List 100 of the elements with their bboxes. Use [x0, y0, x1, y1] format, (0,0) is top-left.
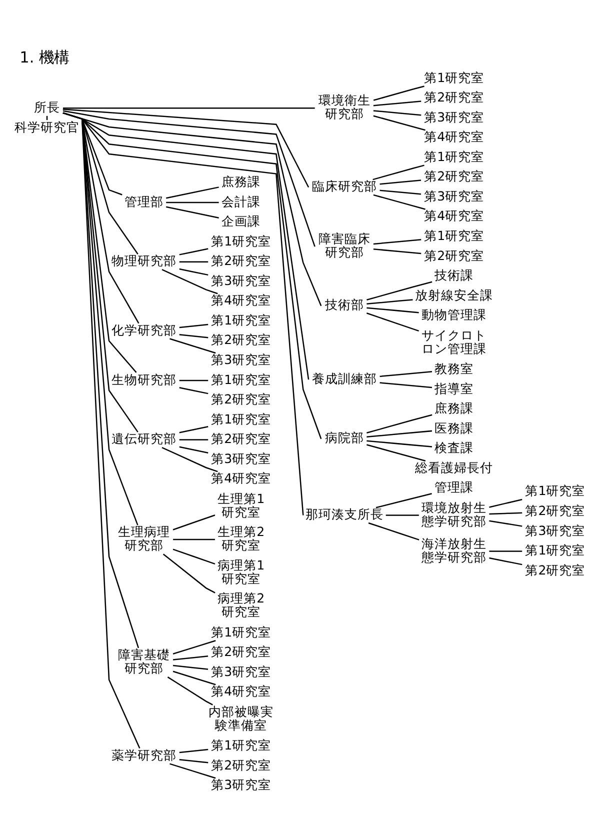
connector: [166, 186, 219, 199]
node-text: 第2研究室: [211, 332, 272, 348]
node-text: 内部被曝実験準備室: [208, 704, 274, 732]
node-text: 第3研究室: [211, 664, 272, 679]
node-text: 第1研究室: [525, 542, 586, 558]
connector: [366, 444, 426, 462]
connector: [179, 380, 208, 382]
node-text: 管理部: [124, 194, 164, 209]
node-text: 第1研究室: [424, 70, 484, 85]
connector: [173, 538, 215, 540]
node-text: 養成訓練部: [312, 370, 377, 386]
node-text: 第3研究室: [211, 777, 272, 792]
node-text: 第1研究室: [211, 372, 272, 387]
node-text: 検査課: [434, 440, 474, 456]
connector: [172, 664, 208, 670]
connector: [63, 108, 315, 109]
connector: [162, 554, 216, 594]
node-text: 第3研究室: [525, 522, 586, 538]
node-text: 第2研究室: [424, 248, 484, 263]
connector: [172, 514, 216, 530]
connector: [179, 324, 208, 328]
node-text: 第4研究室: [211, 684, 272, 699]
node-text: 第3研究室: [211, 450, 272, 466]
connector: [366, 312, 419, 332]
connector: [166, 202, 219, 204]
connector: [172, 670, 216, 686]
connector: [489, 512, 522, 515]
connector: [62, 108, 310, 188]
connector: [170, 763, 216, 779]
node-text: 第3研究室: [424, 188, 484, 204]
node-text: 動物管理課: [422, 307, 487, 322]
diagram-title: 1. 機構: [20, 48, 70, 66]
connector: [380, 371, 432, 378]
connector: [372, 164, 424, 180]
connector: [376, 493, 432, 508]
connector: [489, 550, 522, 552]
node-text: 第3研究室: [211, 352, 272, 368]
node-text: 生理第2研究室: [218, 524, 265, 553]
connector: [62, 112, 322, 440]
node-text: 所長: [34, 99, 60, 114]
node-text: 技術部: [324, 297, 364, 312]
node-text: 第4研究室: [424, 129, 484, 144]
connector: [373, 115, 426, 131]
connector: [179, 426, 208, 434]
node-text: 教務室: [434, 361, 474, 376]
node-text: 薬学研究部: [112, 747, 177, 762]
node-text: 那珂湊支所長: [305, 506, 384, 522]
connector: [167, 676, 213, 706]
connector: [373, 238, 422, 245]
node-text: 指導室: [434, 380, 474, 396]
connector: [366, 299, 413, 305]
node-text: 化学研究部: [112, 322, 177, 338]
connector: [373, 100, 422, 106]
node-text: 生物研究部: [112, 372, 177, 387]
connector: [366, 281, 432, 300]
connector: [166, 206, 219, 218]
connector: [366, 307, 419, 314]
node-text: 障害臨床研究部: [318, 231, 370, 260]
node-text: 医務課: [434, 420, 474, 436]
connector: [386, 514, 419, 516]
node-text: 臨床研究部: [312, 178, 377, 194]
node-text: 遺伝研究部: [112, 431, 177, 446]
connector: [373, 248, 422, 254]
node-text: 第2研究室: [211, 757, 272, 772]
connector: [366, 430, 432, 438]
connector: [162, 446, 218, 472]
node-text: 企画課: [222, 214, 261, 229]
node-text: 第3研究室: [424, 109, 484, 124]
connector: [62, 112, 322, 306]
node-text: 第2研究室: [424, 168, 484, 184]
node-text: 科学研究官: [14, 119, 80, 134]
connector: [179, 439, 208, 440]
node-text: 第2研究室: [211, 253, 272, 268]
node-text: サイクロトロン管理課: [422, 327, 487, 356]
node-text: 海洋放射生態学研究部: [422, 536, 487, 564]
connector: [380, 382, 432, 388]
connector: [368, 522, 420, 540]
node-text: 第1研究室: [211, 738, 272, 753]
node-text: 環境衛生研究部: [318, 92, 370, 122]
node-text: 第1研究室: [211, 233, 272, 248]
connector: [179, 248, 208, 256]
connector: [62, 112, 304, 516]
node-text: 生理病理研究部: [118, 524, 170, 553]
connector: [380, 190, 422, 195]
connector: [179, 386, 208, 394]
connector: [489, 498, 522, 508]
node-text: 第1研究室: [424, 148, 484, 164]
connector: [373, 86, 424, 101]
connector: [373, 194, 426, 210]
node-text: 第1研究室: [211, 312, 272, 328]
connector: [172, 640, 216, 655]
node-text: 庶務課: [434, 400, 474, 416]
connector: [170, 338, 216, 354]
node-text: 技術課: [434, 268, 474, 283]
node-text: 放射線安全課: [415, 287, 494, 302]
node-text: 管理課: [434, 480, 474, 495]
node-text: 第1研究室: [424, 228, 484, 243]
connector: [62, 110, 316, 247]
connector: [179, 261, 208, 262]
connector: [373, 110, 422, 116]
